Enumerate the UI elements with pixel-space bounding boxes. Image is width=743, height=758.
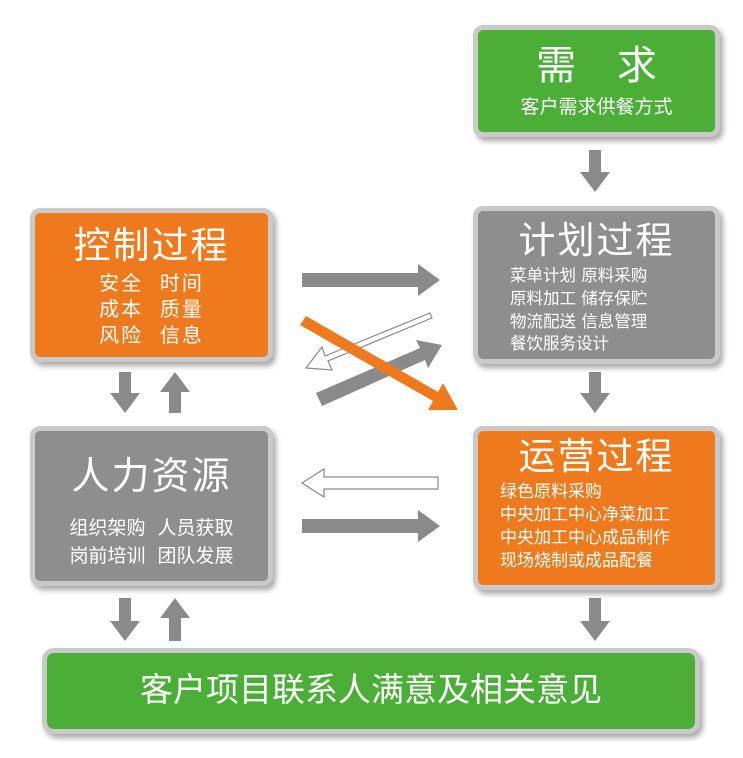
arrow-footer-to-hr xyxy=(160,598,190,641)
plan-process-title: 计划过程 xyxy=(518,219,675,262)
control-item: 成本 质量 xyxy=(99,297,204,321)
plan-process-items: 菜单计划 原料采购 原料加工 储存保贮 物流配送 信息管理 餐饮服务设计 xyxy=(478,265,715,356)
human-resources-items: 组织架购 人员获取 岗前培训 团队发展 xyxy=(35,515,268,570)
control-process-items: 安全 时间 成本 质量 风险 信息 xyxy=(35,270,268,348)
arrow-control-to-hr xyxy=(110,372,140,413)
arrow-hr-to-plan xyxy=(316,340,442,406)
ops-item: 中央加工中心成品制作 xyxy=(500,528,670,549)
customer-feedback-title: 客户项目联系人满意及相关意见 xyxy=(140,670,602,709)
arrow-plan-to-hr-outline xyxy=(304,312,433,371)
plan-item: 物流配送 信息管理 xyxy=(510,311,648,331)
ops-item: 绿色原料采购 xyxy=(500,482,602,502)
arrow-control-to-plan xyxy=(302,264,440,296)
plan-item: 菜单计划 原料采购 xyxy=(510,266,648,285)
demand-line: 客户需求供餐方式 xyxy=(520,96,673,118)
control-process-box: 控制过程 安全 时间 成本 质量 风险 信息 xyxy=(30,208,273,362)
plan-process-box: 计划过程 菜单计划 原料采购 原料加工 储存保贮 物流配送 信息管理 餐饮服务设… xyxy=(473,206,720,364)
operations-process-title: 运营过程 xyxy=(518,435,675,478)
plan-item: 餐饮服务设计 xyxy=(510,334,609,354)
arrow-hr-to-control xyxy=(160,372,190,413)
operations-process-box: 运营过程 绿色原料采购 中央加工中心净菜加工 中央加工中心成品制作 现场烧制或成… xyxy=(473,426,720,590)
human-resources-title: 人力资源 xyxy=(71,454,232,498)
arrow-hr-to-ops xyxy=(302,510,440,542)
ops-item: 中央加工中心净菜加工 xyxy=(500,505,670,526)
demand-title: 需 求 xyxy=(536,43,671,89)
arrow-ops-to-hr-outline xyxy=(300,467,439,499)
arrow-plan-to-ops xyxy=(580,372,610,413)
arrow-demand-to-plan xyxy=(580,150,610,192)
operations-process-items: 绿色原料采购 中央加工中心净菜加工 中央加工中心成品制作 现场烧制或成品配餐 xyxy=(478,481,715,573)
demand-box: 需 求 客户需求供餐方式 xyxy=(473,25,720,137)
arrow-control-to-ops xyxy=(300,316,458,410)
human-resources-box: 人力资源 组织架购 人员获取 岗前培训 团队发展 xyxy=(30,426,273,586)
plan-item: 原料加工 储存保贮 xyxy=(510,288,648,308)
customer-feedback-box: 客户项目联系人满意及相关意见 xyxy=(42,648,700,734)
hr-item: 组织架购 人员获取 xyxy=(69,517,234,539)
ops-item: 现场烧制或成品配餐 xyxy=(500,551,653,572)
control-item: 风险 信息 xyxy=(99,323,204,347)
arrow-ops-to-footer xyxy=(580,598,610,641)
hr-item: 岗前培训 团队发展 xyxy=(69,544,234,567)
arrow-hr-to-footer xyxy=(110,598,140,641)
control-process-title: 控制过程 xyxy=(73,224,230,267)
control-item: 安全 时间 xyxy=(99,271,204,295)
